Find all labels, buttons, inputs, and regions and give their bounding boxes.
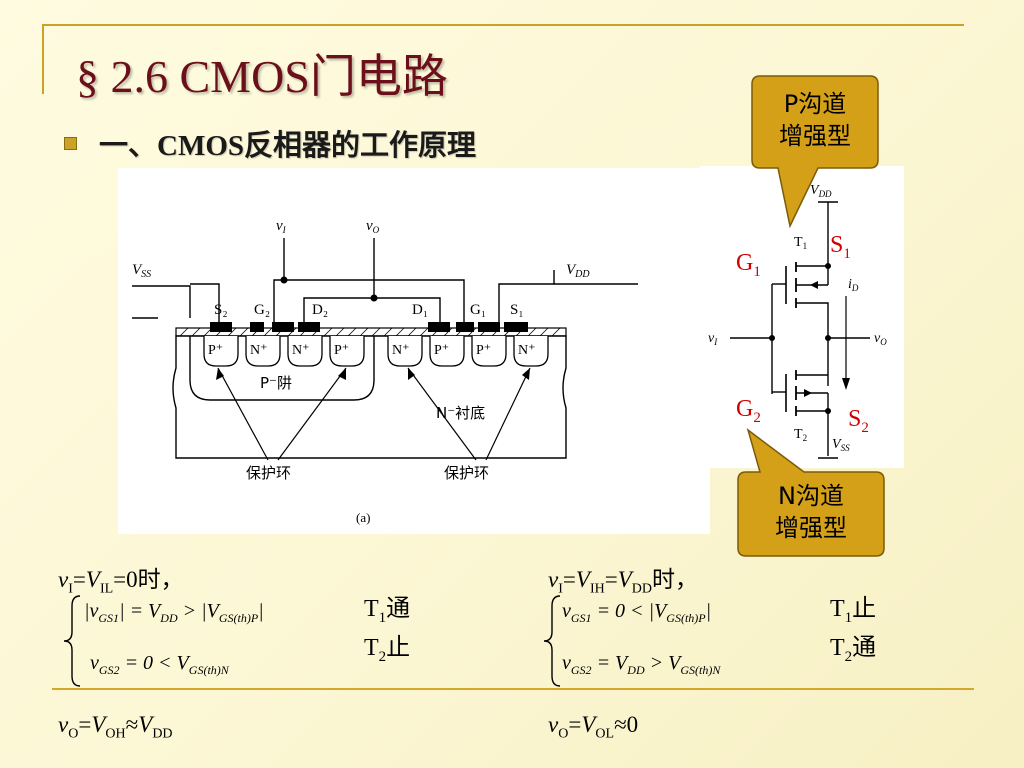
p-channel-callout-text: P沟道 增强型 <box>752 88 878 152</box>
xs-region-1: P⁺ <box>208 343 223 358</box>
xs-terminal-s1: S₁ <box>510 302 524 318</box>
xs-terminal-s2: S₂ <box>214 302 228 318</box>
xs-vss-wire <box>132 285 191 318</box>
n-channel-callout-text: N沟道 增强型 <box>738 480 884 544</box>
bullet-square-icon <box>64 136 77 150</box>
sch-t1-label: T1 <box>794 235 807 251</box>
right-result: vO=VOL≈0 <box>548 712 639 742</box>
left-equation-1: |vGS1| = VDD > |VGS(th)P| <box>84 600 264 625</box>
left-state-t1: T1通 <box>364 596 411 626</box>
subtitle: 一、CMOS反相器的工作原理 <box>99 130 477 162</box>
right-equation-1: vGS1 = 0 < |VGS(th)P| <box>562 600 712 625</box>
xs-vi-label: vI <box>276 218 287 235</box>
sch-t2-label: T2 <box>794 427 807 443</box>
left-condition: vI=VIL=0时， <box>58 567 184 597</box>
xs-terminal-g2: G₂ <box>254 302 270 318</box>
left-rule <box>42 24 44 94</box>
sch-id-label: iD <box>848 277 859 293</box>
right-states: T1止 T2通 <box>830 594 876 672</box>
right-state-t2: T2通 <box>830 634 877 665</box>
xs-region-6: P⁺ <box>434 343 449 358</box>
divider-rule <box>52 688 974 690</box>
p-channel-line1: P沟道 <box>783 90 847 118</box>
xs-caption: (a) <box>356 510 370 525</box>
xs-region-8: N⁺ <box>518 343 536 358</box>
xs-vo-label: vO <box>366 218 380 235</box>
cmos-inverter-schematic: VDD T1 iD vI vO <box>700 166 904 468</box>
right-condition: vI=VIH=VDD时， <box>548 567 698 597</box>
xs-region-2: N⁺ <box>250 343 268 358</box>
right-brace <box>543 595 561 687</box>
cmos-cross-section-figure: VSS VDD vI vO S₂ G₂ D₂ D₁ G₁ S₁ <box>118 168 710 534</box>
terminal-s2: S2 <box>848 406 869 436</box>
left-equation-2: vGS2 = 0 < VGS(th)N <box>90 652 229 677</box>
n-channel-line1: N沟道 <box>778 482 844 510</box>
terminal-g2: G2 <box>736 396 761 426</box>
sch-vdd-label: VDD <box>810 183 832 199</box>
xs-region-4: P⁺ <box>334 343 349 358</box>
right-state-t1: T1止 <box>830 596 877 626</box>
left-states: T1通 T2止 <box>364 594 410 672</box>
xs-vss-label: VSS <box>132 262 151 280</box>
xs-terminal-g1: G₁ <box>470 302 486 318</box>
n-channel-line2: 增强型 <box>775 514 847 542</box>
xs-region-7: P⁺ <box>476 343 491 358</box>
xs-guard-ring-right: 保护环 <box>444 464 489 482</box>
terminal-g1: G1 <box>736 250 761 280</box>
terminal-s1: S1 <box>830 232 851 262</box>
xs-region-5: N⁺ <box>392 343 410 358</box>
p-channel-line2: 增强型 <box>779 122 851 150</box>
subtitle-row: 一、CMOS反相器的工作原理 <box>64 122 476 164</box>
left-state-t2: T2止 <box>364 634 411 665</box>
page-title: § 2.6 CMOS门电路 <box>76 51 448 102</box>
right-equation-2: vGS2 = VDD > VGS(th)N <box>562 652 721 677</box>
xs-region-3: N⁺ <box>292 343 310 358</box>
sch-vss-label: VSS <box>832 437 850 453</box>
xs-p-well-label: P⁻阱 <box>260 374 292 392</box>
xs-terminal-d2: D₂ <box>312 302 328 318</box>
xs-guard-ring-left: 保护环 <box>246 464 291 482</box>
xs-terminal-d1: D₁ <box>412 302 428 318</box>
sch-vo-label: vO <box>874 331 887 347</box>
left-brace <box>63 595 81 687</box>
left-result: vO=VOH≈VDD <box>58 712 173 742</box>
xs-vdd-label: VDD <box>566 262 590 280</box>
top-rule <box>42 24 964 26</box>
xs-n-substrate-label: N⁻衬底 <box>436 404 485 422</box>
sch-vi-label: vI <box>708 331 718 347</box>
